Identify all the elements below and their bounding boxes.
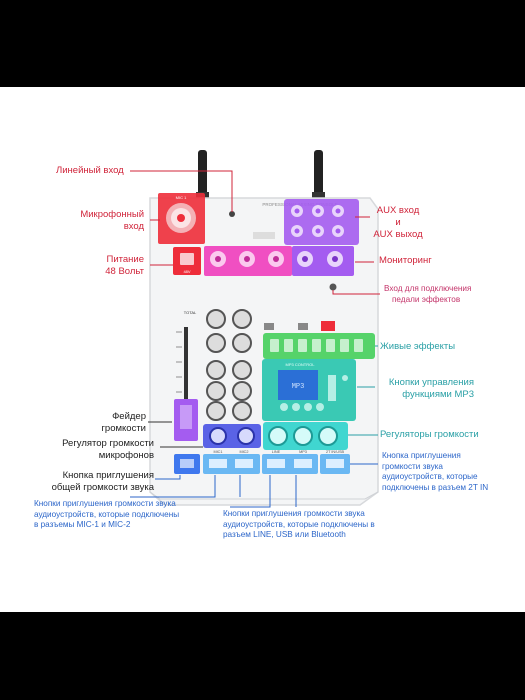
product-image-frame: PROFESSIONAL MIXING CONSOLE MIC 1 48V <box>0 87 525 612</box>
label-mp3-buttons: Кнопки управления функциями MP3 <box>388 377 474 400</box>
line-jacks <box>210 251 284 267</box>
svg-text:MP3: MP3 <box>299 450 307 454</box>
line-input-jack <box>229 211 235 217</box>
svg-text:LINE: LINE <box>272 450 281 454</box>
volume-knobs <box>268 426 338 446</box>
label-volume-knobs: Регуляторы громкости <box>380 429 479 440</box>
label-line-input: Линейный вход <box>56 165 124 176</box>
svg-text:MIC1: MIC1 <box>213 450 222 454</box>
svg-text:MIC2: MIC2 <box>239 450 248 454</box>
callout-lines <box>130 170 380 508</box>
power-switch <box>321 321 335 331</box>
svg-text:48V: 48V <box>183 269 190 274</box>
mp3-buttons <box>280 403 324 411</box>
label-monitoring: Мониторинг <box>379 255 432 266</box>
effects-buttons <box>270 339 363 352</box>
channel-knobs <box>206 309 252 421</box>
label-mute-2t: Кнопка приглушения громкости звука аудио… <box>382 451 489 492</box>
monitoring-jacks <box>297 251 343 267</box>
label-mute-mic: Кнопки приглушения громкости звука аудио… <box>34 499 180 529</box>
label-aux: AUX вход и AUX выход <box>373 205 423 240</box>
pedal-jack <box>329 283 337 291</box>
label-mute-line: Кнопки приглушения громкости звука аудио… <box>223 509 375 539</box>
label-mic-input: Микрофонный вход <box>80 209 144 232</box>
mixer-illustration: PROFESSIONAL MIXING CONSOLE MIC 1 48V <box>130 150 380 508</box>
label-power-48v: Питание 48 Вольт <box>105 254 144 277</box>
svg-text:2T IN/USB: 2T IN/USB <box>326 450 345 454</box>
svg-text:MIC 1: MIC 1 <box>176 195 187 200</box>
mp3-display <box>278 370 318 400</box>
label-master-mute: Кнопка приглушения общей громкости звука <box>51 470 154 493</box>
mic-volume-knobs <box>209 427 255 445</box>
label-live-effects: Живые эффекты <box>380 341 456 352</box>
aux-jacks <box>291 205 344 237</box>
svg-text:MP3: MP3 <box>292 383 305 391</box>
label-effects-pedal: Вход для подключения педали эффектов <box>384 284 472 304</box>
antenna-right <box>312 150 325 200</box>
fader-track <box>184 327 188 417</box>
antenna-left <box>196 150 209 200</box>
label-volume-fader: Фейдер громкости <box>101 411 146 434</box>
svg-text:MP3 CONTROL: MP3 CONTROL <box>286 362 316 367</box>
label-mic-volume: Регулятор громкости микрофонов <box>62 438 154 461</box>
svg-text:TOTAL: TOTAL <box>184 310 197 315</box>
